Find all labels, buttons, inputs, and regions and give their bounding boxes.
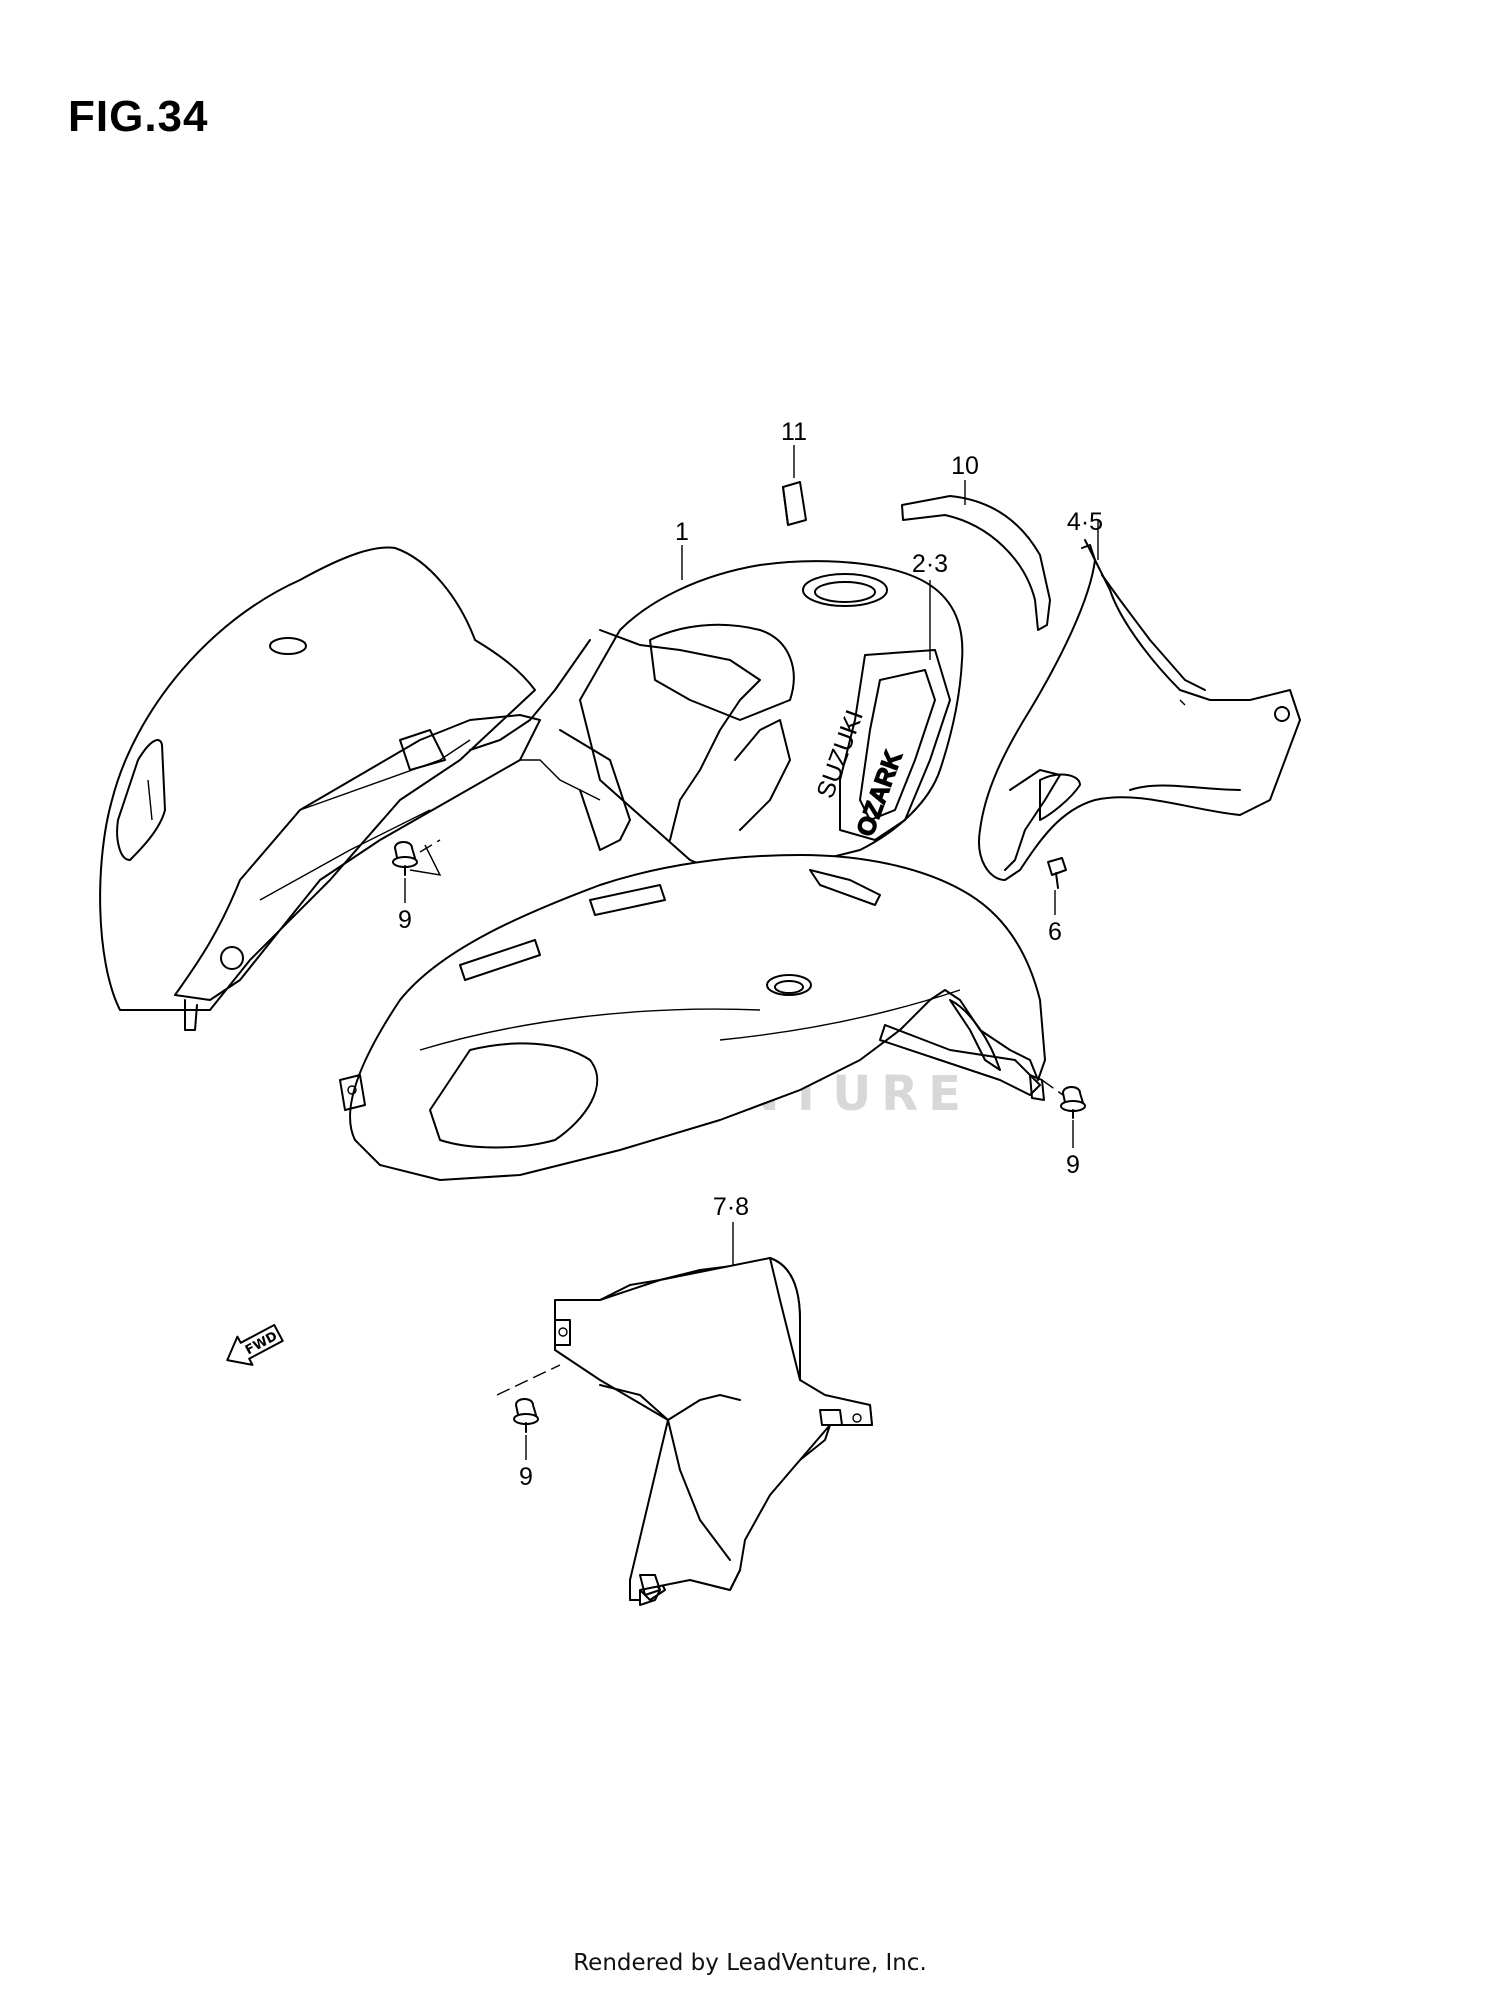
callout-10: 10 bbox=[951, 452, 979, 480]
callout-11: 11 bbox=[781, 418, 807, 446]
part-7-8-lower-guard bbox=[554, 1257, 873, 1606]
part-9-bolt-left bbox=[392, 841, 418, 876]
part-6-clip bbox=[1047, 857, 1067, 889]
callout-6: 6 bbox=[1048, 918, 1062, 946]
part-1-left-fender bbox=[99, 546, 541, 1031]
part-1-center-top bbox=[469, 560, 964, 881]
callout-9-right: 9 bbox=[1066, 1151, 1080, 1179]
callout-4-5: 4·5 bbox=[1067, 508, 1103, 536]
callout-9-bottom: 9 bbox=[519, 1463, 533, 1491]
footer-credit: Rendered by LeadVenture, Inc. bbox=[573, 1950, 927, 1976]
leader-lines bbox=[404, 445, 1099, 1460]
callout-9-left: 9 bbox=[398, 906, 412, 934]
fwd-direction-arrow: FWD bbox=[226, 1323, 284, 1366]
part-10-strip bbox=[901, 495, 1051, 631]
callout-7-8: 7·8 bbox=[713, 1193, 749, 1221]
part-11-cap bbox=[782, 481, 807, 526]
part-4-5-side-panel bbox=[978, 539, 1301, 881]
callout-2-3: 2·3 bbox=[912, 550, 948, 578]
figure-title: FIG.34 bbox=[68, 92, 209, 141]
part-9-bolt-right bbox=[1060, 1086, 1086, 1119]
part-1-front-fender bbox=[339, 854, 1046, 1181]
callout-1: 1 bbox=[675, 518, 689, 546]
part-9-bolt-bottom bbox=[513, 1398, 539, 1433]
